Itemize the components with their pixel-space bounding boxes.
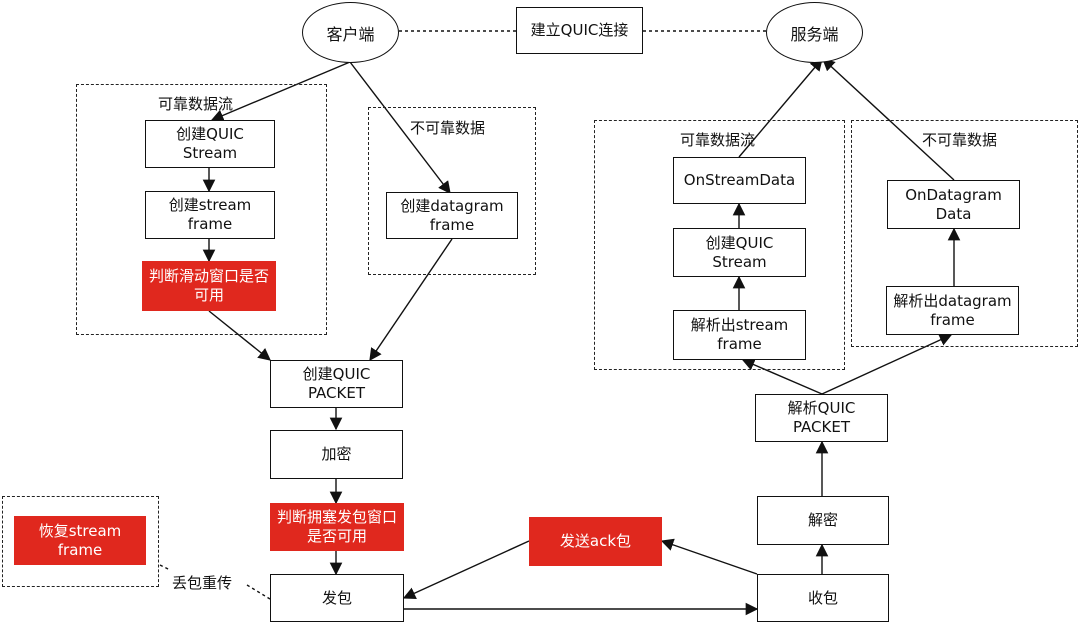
parse-packet-box: 解析QUIC PACKET	[755, 394, 888, 442]
recover-stream-frame-box: 恢复stream frame	[14, 516, 146, 565]
right-unreliable-label: 不可靠数据	[922, 131, 998, 149]
parse-datagram-frame-box: 解析出datagram frame	[886, 286, 1019, 335]
create-datagram-frame-box: 创建datagram frame	[386, 192, 518, 239]
parse-stream-frame-box: 解析出stream frame	[673, 310, 806, 360]
left-reliable-label: 可靠数据流	[158, 95, 234, 113]
send-ack-box: 发送ack包	[529, 517, 662, 566]
receive-packet-box: 收包	[757, 574, 889, 622]
check-congestion-window-box: 判断拥塞发包窗口是否可用	[270, 503, 404, 551]
encrypt-box: 加密	[270, 430, 403, 479]
client-node: 客户端	[302, 2, 399, 63]
right-unreliable-group	[851, 120, 1078, 347]
decrypt-box: 解密	[757, 496, 889, 545]
send-packet-box: 发包	[270, 574, 404, 622]
create-packet-box: 创建QUIC PACKET	[270, 360, 403, 408]
recover-group	[2, 496, 159, 587]
server-node: 服务端	[766, 2, 863, 63]
create-stream-frame-box: 创建stream frame	[145, 191, 275, 239]
packet-loss-label: 丢包重传	[172, 572, 233, 593]
check-sliding-window-box: 判断滑动窗口是否可用	[142, 261, 276, 311]
left-unreliable-label: 不可靠数据	[410, 119, 486, 137]
right-reliable-label: 可靠数据流	[680, 131, 756, 149]
left-unreliable-group	[368, 107, 536, 275]
right-reliable-group	[594, 120, 845, 370]
connect-box: 建立QUIC连接	[516, 7, 643, 54]
left-reliable-group	[76, 84, 327, 335]
right-create-quic-stream-box: 创建QUIC Stream	[673, 228, 806, 277]
create-quic-stream-box: 创建QUIC Stream	[145, 120, 275, 168]
on-stream-data-box: OnStreamData	[673, 157, 806, 204]
on-datagram-data-box: OnDatagram Data	[887, 180, 1020, 229]
